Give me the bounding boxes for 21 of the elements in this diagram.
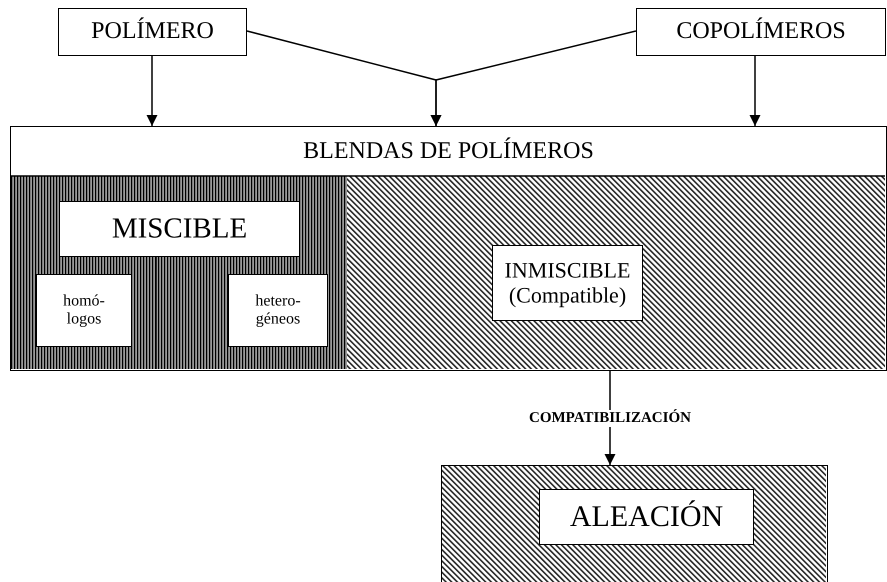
panel-heading: BLENDAS DE POLÍMEROS [302, 136, 595, 166]
text-box [228, 274, 328, 347]
text-box [36, 274, 132, 347]
arrow [430, 30, 636, 126]
text-box [492, 245, 643, 321]
arrow [146, 56, 158, 126]
text-box [539, 489, 754, 545]
hatched-box [441, 465, 828, 582]
box-label: INMISCIBLE (Compatible) [504, 258, 632, 308]
box-label: ALEACIÓN [568, 500, 724, 534]
text-box [59, 201, 300, 257]
arrow [750, 56, 760, 126]
edge-label: COMPATIBILIZACIÓN [527, 410, 693, 426]
box-label: hetero- géneos [254, 292, 302, 329]
box-label: homó- logos [62, 292, 106, 329]
box-label: MISCIBLE [110, 212, 248, 246]
hatched-panel [10, 126, 887, 371]
text-box [636, 8, 886, 56]
text-box [58, 8, 247, 56]
box-label: COPOLÍMEROS [675, 18, 847, 46]
box-label: POLÍMERO [90, 18, 215, 46]
